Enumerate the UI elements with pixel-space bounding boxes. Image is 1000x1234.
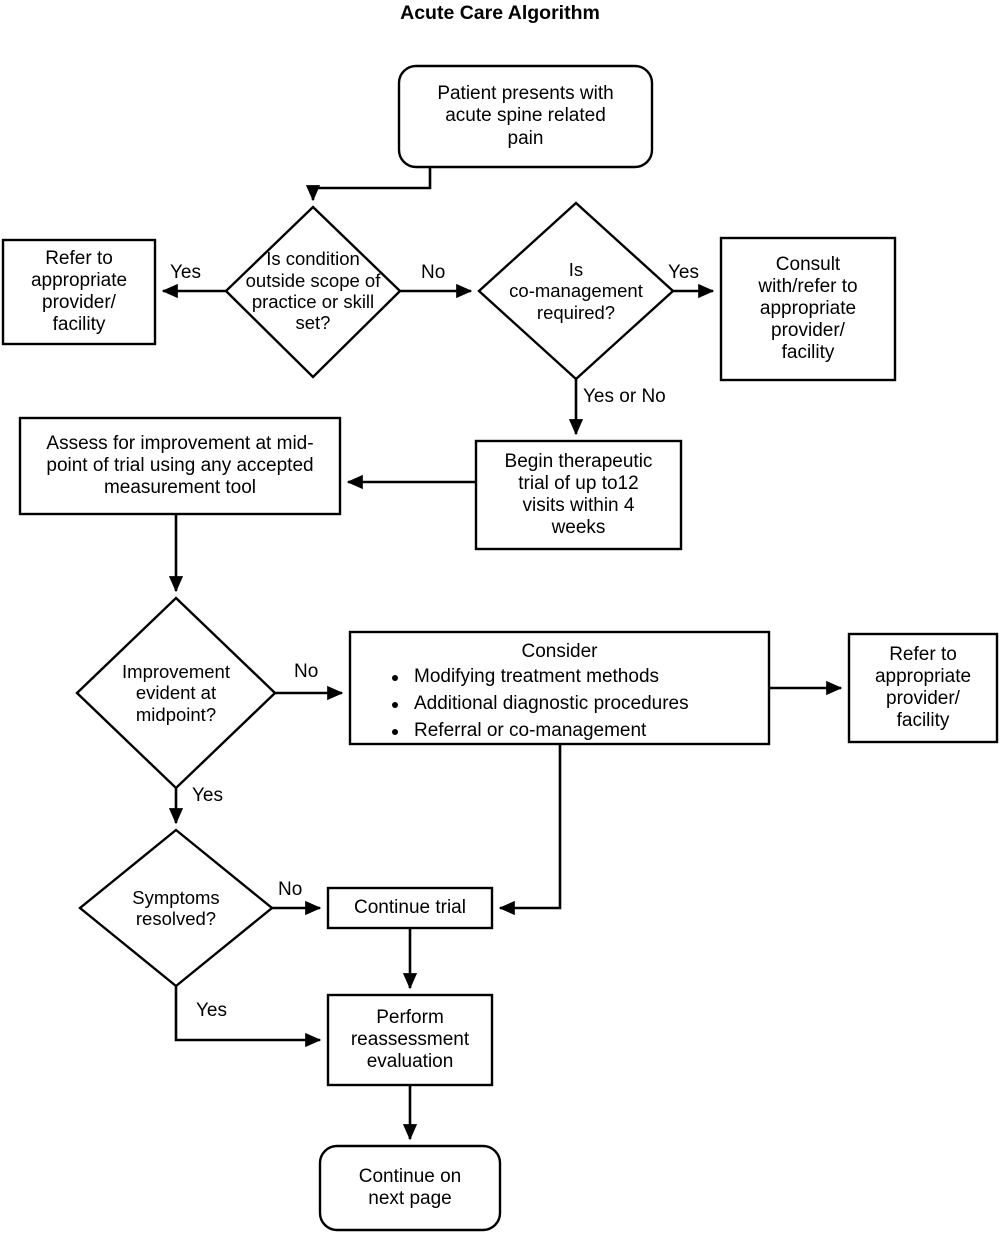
- node-continue-next-page-shape: [318, 1144, 502, 1232]
- edge-symptoms-yes-to-perform: [174, 986, 322, 1048]
- node-comanagement-decision-shape: [477, 201, 675, 381]
- node-assess-midpoint-shape: [18, 416, 342, 516]
- page-title: Acute Care Algorithm: [400, 2, 600, 24]
- node-perform-reassessment-shape: [326, 993, 494, 1087]
- node-symptoms-decision-shape: [78, 828, 274, 988]
- node-continue-trial-shape: [326, 886, 494, 930]
- node-consult-refer-shape: [719, 236, 897, 382]
- node-start-shape: [397, 64, 654, 169]
- node-improvement-decision-shape: [75, 596, 277, 790]
- edge-start-to-scope: [305, 167, 432, 202]
- node-refer-right-shape: [847, 632, 999, 744]
- node-begin-trial-shape: [474, 439, 683, 551]
- node-consider-shape: [348, 630, 771, 746]
- node-scope-decision-shape: [224, 205, 402, 379]
- node-refer-left-shape: [1, 238, 157, 346]
- edge-consider-to-continue-trial: [498, 744, 562, 916]
